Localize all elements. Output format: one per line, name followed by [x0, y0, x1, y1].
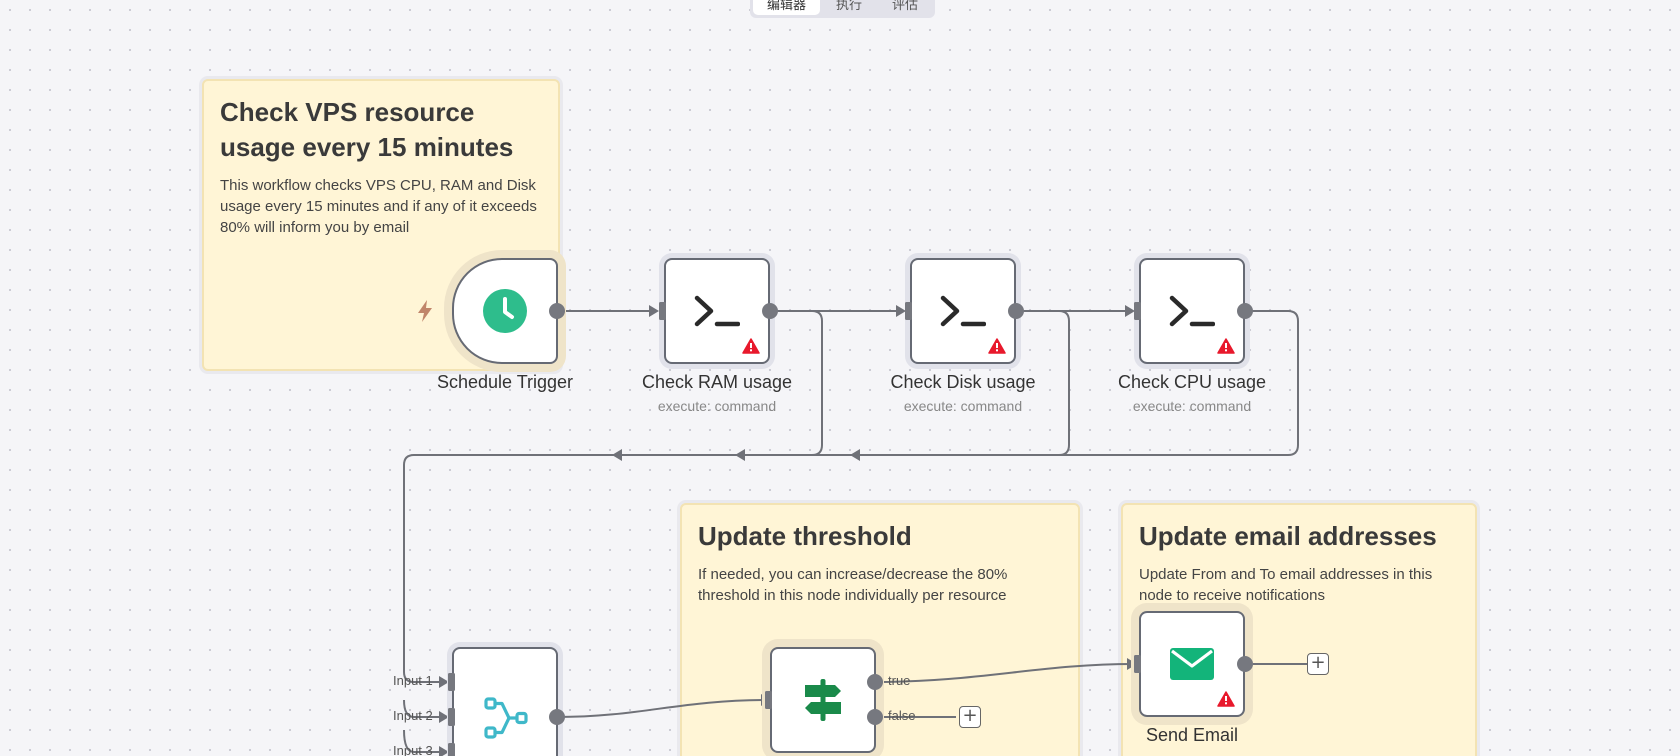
sticky-note-threshold[interactable]: Update threshold If needed, you can incr…: [680, 503, 1080, 756]
sticky-email-title: Update email addresses: [1139, 521, 1437, 551]
arrow-left-1: [612, 449, 622, 461]
merge-input2-label: Input 2: [393, 708, 433, 723]
node-check-cpu[interactable]: [1139, 258, 1245, 364]
warning-icon[interactable]: [988, 338, 1006, 354]
check-ram-label: Check RAM usage: [641, 372, 793, 392]
tab-editor[interactable]: 编辑器: [753, 0, 821, 15]
sticky-threshold-title: Update threshold: [698, 521, 912, 551]
check-cpu-label: Check CPU usage: [1117, 372, 1267, 392]
arrow-to-input3: [439, 746, 449, 756]
tab-executions[interactable]: 执行: [836, 0, 863, 12]
check-ram-sublabel: execute: command: [657, 398, 777, 414]
tab-evaluations[interactable]: 评估: [892, 0, 919, 12]
arrow-to-input1: [439, 676, 449, 688]
warning-icon[interactable]: [742, 338, 760, 354]
sticky-main-body: This workflow checks VPS CPU, RAM and Di…: [220, 177, 537, 236]
sticky-email-body: Update From and To email addresses in th…: [1139, 566, 1433, 604]
add-node-after-email-button[interactable]: +: [1307, 653, 1329, 675]
envelope-icon: [1170, 648, 1214, 680]
node-if-threshold[interactable]: [770, 647, 876, 753]
signpost-icon: [805, 679, 841, 721]
arrow-to-ram: [649, 305, 659, 317]
node-merge[interactable]: [452, 647, 558, 756]
node-schedule-trigger[interactable]: [452, 258, 558, 364]
node-check-disk[interactable]: [910, 258, 1016, 364]
warning-icon[interactable]: [1217, 338, 1235, 354]
check-disk-sublabel: execute: command: [903, 398, 1023, 414]
merge-input3-label: Input 3: [393, 743, 433, 756]
if-true-label: true: [888, 673, 911, 688]
arrow-left-3: [850, 449, 860, 461]
merge-input1-label: Input 1: [393, 673, 433, 688]
sticky-main-title: Check VPS resource usage every 15 minute…: [220, 97, 514, 162]
arrow-to-input2: [439, 711, 449, 723]
arrow-to-disk: [896, 305, 906, 317]
arrow-to-cpu: [1125, 305, 1135, 317]
bolt-icon: [418, 300, 432, 322]
terminal-icon: [1169, 295, 1215, 327]
warning-icon[interactable]: [1217, 691, 1235, 707]
terminal-icon: [694, 295, 740, 327]
check-disk-label: Check Disk usage: [890, 372, 1036, 392]
arrow-left-2: [735, 449, 745, 461]
send-email-label: Send Email: [1145, 725, 1239, 745]
sticky-threshold-body: If needed, you can increase/decrease the…: [698, 566, 1008, 604]
add-node-after-false-button[interactable]: +: [959, 706, 981, 728]
view-switcher: 编辑器 执行 评估: [750, 0, 936, 18]
schedule-trigger-label: Schedule Trigger: [436, 372, 574, 392]
node-check-ram[interactable]: [664, 258, 770, 364]
check-cpu-sublabel: execute: command: [1132, 398, 1252, 414]
node-send-email[interactable]: [1139, 611, 1245, 717]
terminal-icon: [940, 295, 986, 327]
if-false-label: false: [888, 708, 916, 723]
clock-icon: [483, 289, 527, 333]
sticky-note-main[interactable]: Check VPS resource usage every 15 minute…: [202, 79, 560, 371]
merge-icon: [484, 697, 528, 739]
